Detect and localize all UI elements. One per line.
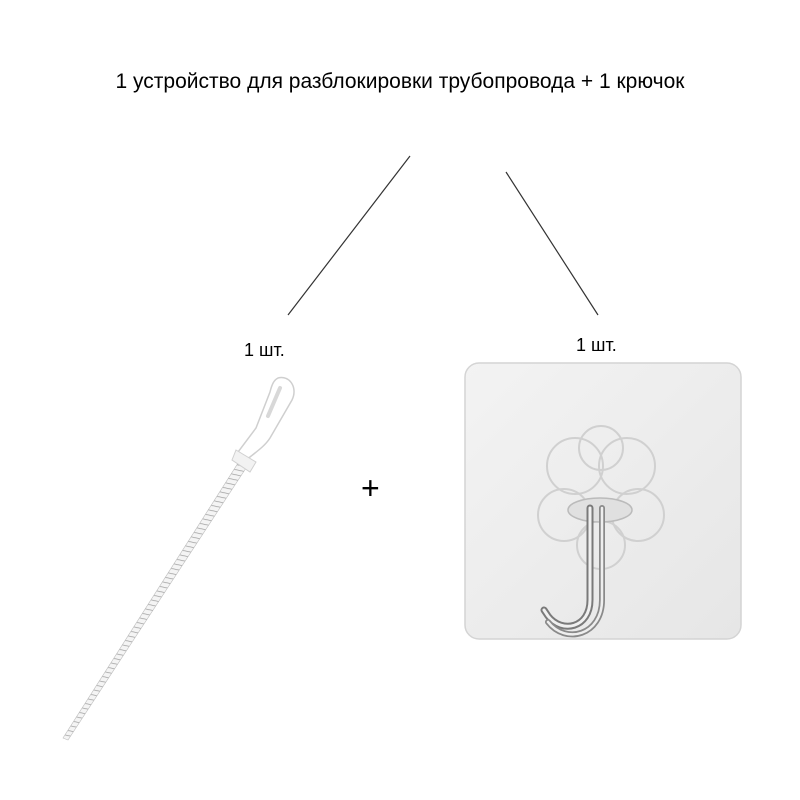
callout-line-right [505,171,599,316]
left-quantity-label: 1 шт. [244,340,285,360]
plus-separator: + [361,470,380,506]
right-quantity-label: 1 шт. [576,335,617,355]
product-title: 1 устройство для разблокировки трубопров… [115,70,685,93]
callout-line-left [287,155,411,316]
